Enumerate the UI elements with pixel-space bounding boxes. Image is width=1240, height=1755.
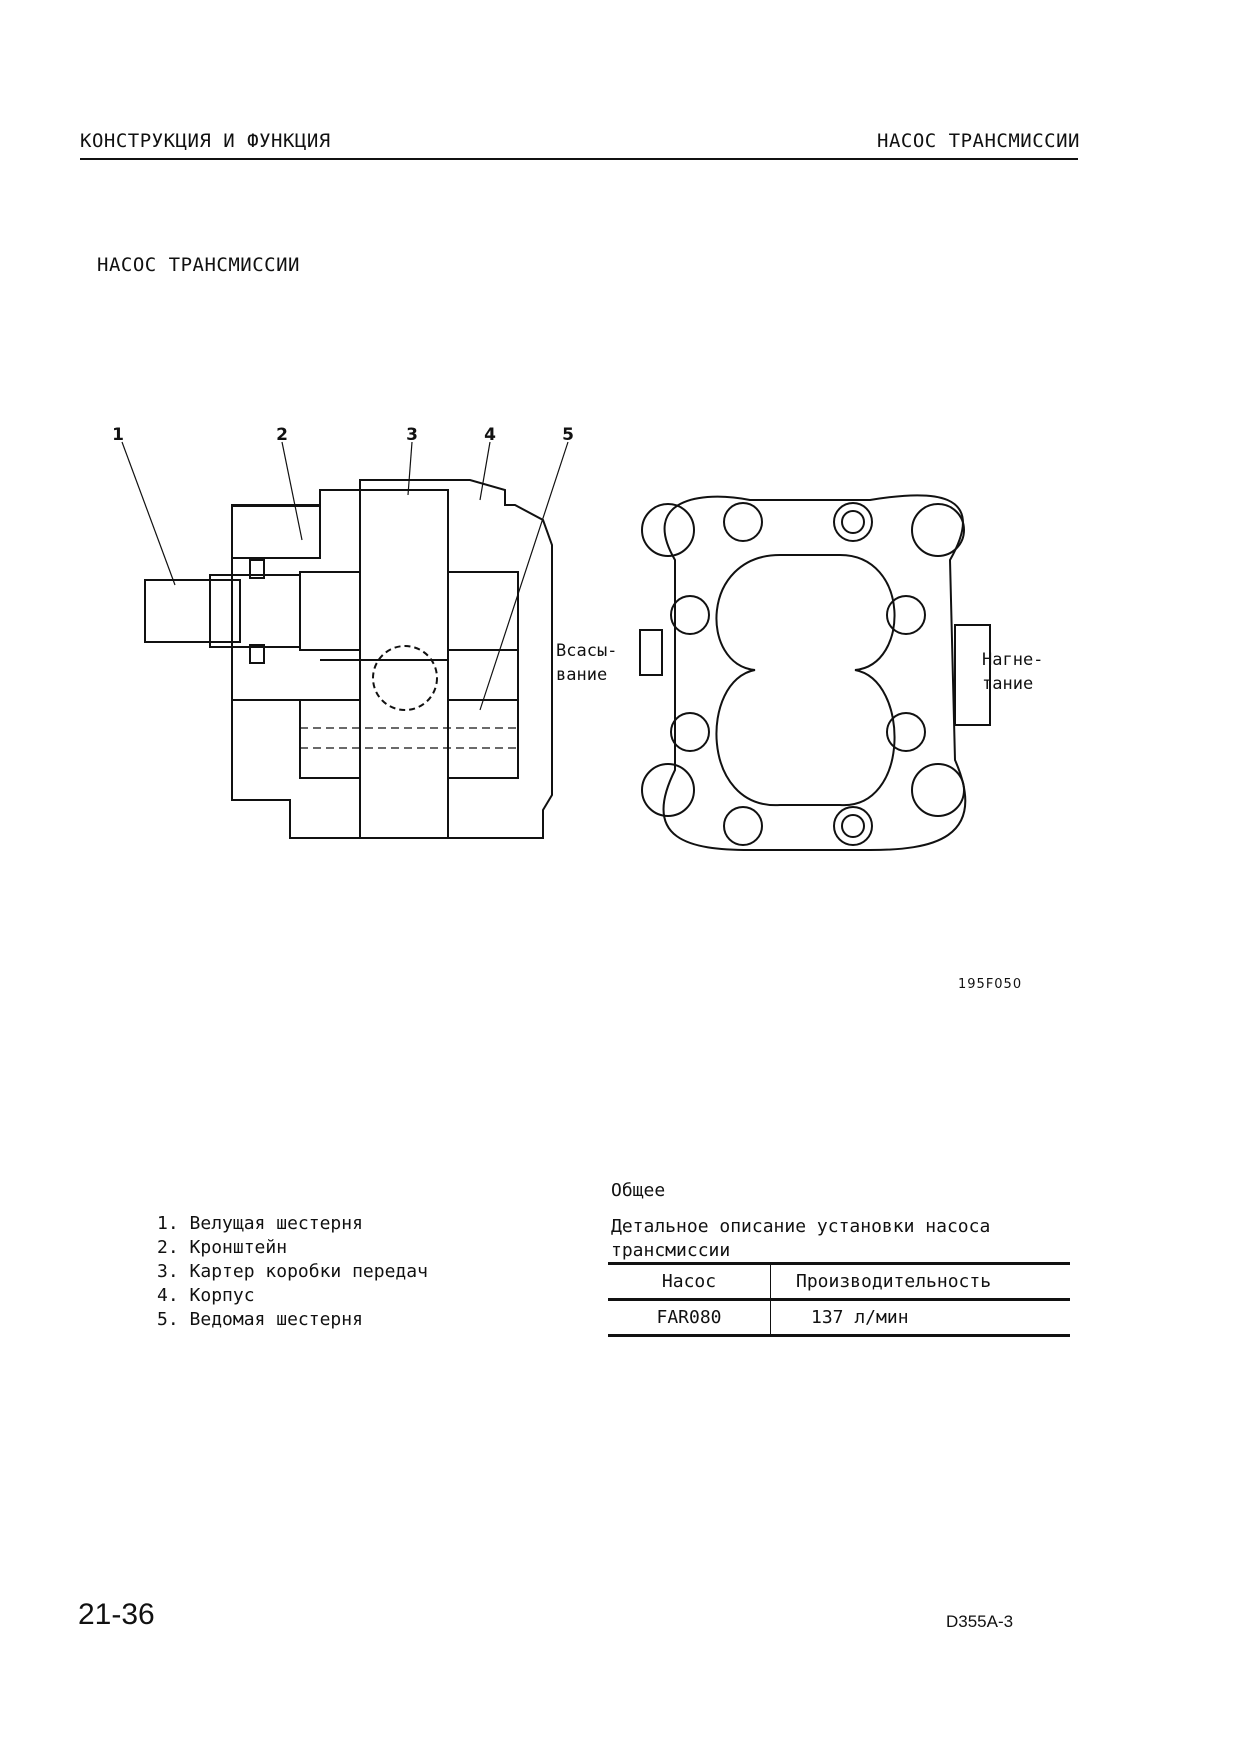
installation-description: Детальное описание установки насоса тран… [611,1216,991,1261]
pump-spec-table: Насос Производительность FAR080 137 л/ми… [608,1262,1070,1337]
list-item: 3. Картер коробки передач [157,1261,428,1282]
callout-4: 4 [484,425,496,445]
callout-5: 5 [562,425,574,445]
model-code: D355A-3 [946,1612,1014,1631]
general-heading: Общее [611,1180,666,1201]
suction-label-line1: Всасы- [556,641,617,661]
list-item: 1. Велущая шестерня [157,1213,363,1234]
callout-1: 1 [112,425,124,445]
list-item: 5. Ведомая шестерня [157,1309,363,1330]
column-header-pump: Насос [608,1263,771,1300]
discharge-label-line2: тание [982,674,1033,694]
list-item: 4. Корпус [157,1285,255,1306]
pump-model-cell: FAR080 [608,1299,771,1336]
table-row: FAR080 137 л/мин [608,1299,1070,1336]
callout-numbers: 1 2 3 4 5 [112,425,574,445]
header-rule [80,158,1078,160]
figure-id: 195F050 [958,977,1023,992]
header-section-title: КОНСТРУКЦИЯ И ФУНКЦИЯ [80,130,331,152]
callout-3: 3 [406,425,418,445]
capacity-cell: 137 л/мин [811,1307,909,1328]
callout-2: 2 [276,425,288,445]
pump-drawing: 1 2 3 4 5 Всасы- вание Нагне- тание [112,425,1043,851]
page-number: 21-36 [78,1598,155,1631]
flow-labels: Всасы- вание Нагне- тание [556,641,1043,694]
callout-leaders [121,441,569,711]
suction-label-line2: вание [556,665,607,685]
discharge-label-line1: Нагне- [982,650,1043,670]
bolt-heads [670,502,926,846]
parts-list: 1. Велущая шестерня 2. Кронштейн 3. Карт… [157,1212,428,1332]
column-header-capacity: Производительность [796,1271,992,1292]
section-title: НАСОС ТРАНСМИССИИ [97,254,300,276]
header-topic-title: НАСОС ТРАНСМИССИИ [877,130,1080,152]
list-item: 2. Кронштейн [157,1237,288,1258]
table-header-row: Насос Производительность [608,1263,1070,1300]
pump-end-view [639,494,991,851]
pump-side-section [144,479,553,839]
